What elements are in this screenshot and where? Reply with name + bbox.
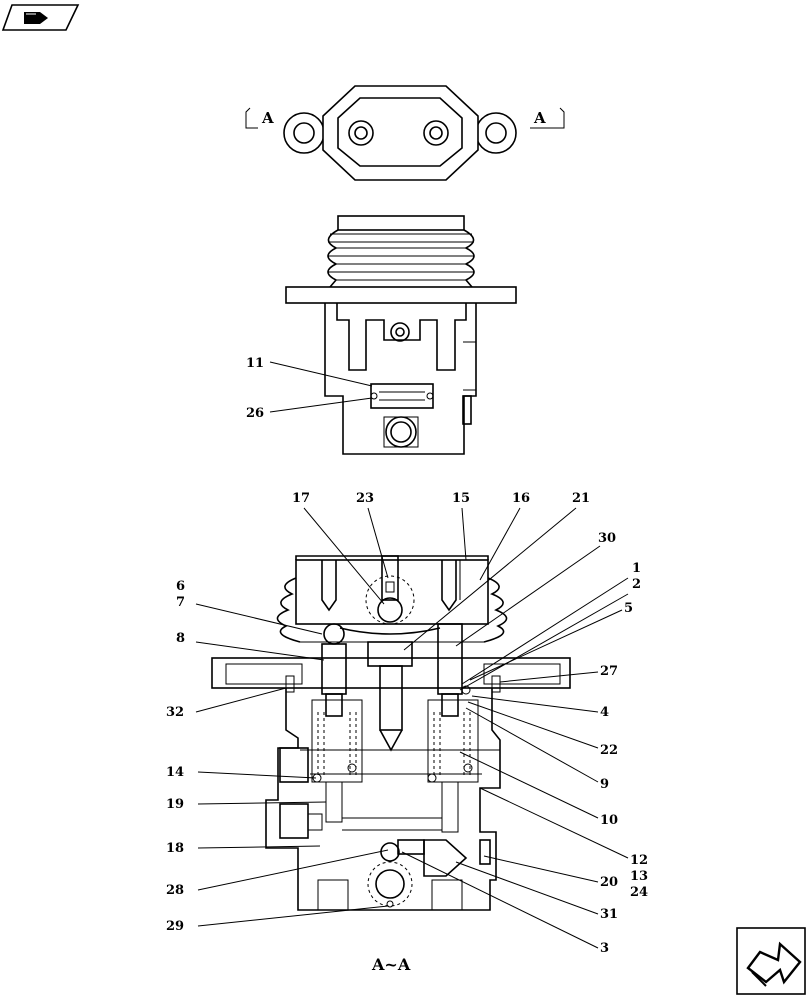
callout-5: 5 xyxy=(624,601,633,616)
section-caption: A~A xyxy=(371,955,411,974)
callout-11: 11 xyxy=(246,356,264,371)
callout-2: 2 xyxy=(632,577,641,592)
callout-8: 8 xyxy=(176,631,185,646)
callout-7: 7 xyxy=(176,595,185,610)
arrow-navigation-icon[interactable] xyxy=(736,927,806,995)
callout-10: 10 xyxy=(600,813,618,828)
callout-22: 22 xyxy=(600,743,618,758)
callout-24: 24 xyxy=(630,885,648,900)
callout-21: 21 xyxy=(572,491,590,506)
callout-16: 16 xyxy=(512,491,530,506)
callouts: 11 26 17 23 15 16 21 30 1 2 5 6 7 8 27 3… xyxy=(166,356,648,956)
callout-26: 26 xyxy=(246,406,264,421)
callout-31: 31 xyxy=(600,907,618,922)
callout-32: 32 xyxy=(166,705,184,720)
callout-4: 4 xyxy=(600,705,609,720)
callout-3: 3 xyxy=(600,941,609,956)
side-view xyxy=(285,215,517,455)
callout-1: 1 xyxy=(632,561,641,576)
callout-15: 15 xyxy=(452,491,470,506)
callout-30: 30 xyxy=(598,531,616,546)
section-mark-right: A xyxy=(533,109,546,127)
callout-27: 27 xyxy=(600,664,618,679)
callout-12: 12 xyxy=(630,853,648,868)
callout-6: 6 xyxy=(176,579,185,594)
callout-14: 14 xyxy=(166,765,184,780)
section-view xyxy=(211,555,571,911)
callout-17: 17 xyxy=(292,491,310,506)
callout-23: 23 xyxy=(356,491,374,506)
callout-20: 20 xyxy=(600,875,618,890)
callout-18: 18 xyxy=(166,841,184,856)
book-icon[interactable] xyxy=(1,4,80,31)
callout-19: 19 xyxy=(166,797,184,812)
section-mark-left: A xyxy=(261,109,274,127)
callout-9: 9 xyxy=(600,777,609,792)
callout-13: 13 xyxy=(630,869,648,884)
callout-28: 28 xyxy=(166,883,184,898)
callout-29: 29 xyxy=(166,919,184,934)
top-view: A A xyxy=(245,85,565,181)
leader-lines xyxy=(195,361,629,949)
